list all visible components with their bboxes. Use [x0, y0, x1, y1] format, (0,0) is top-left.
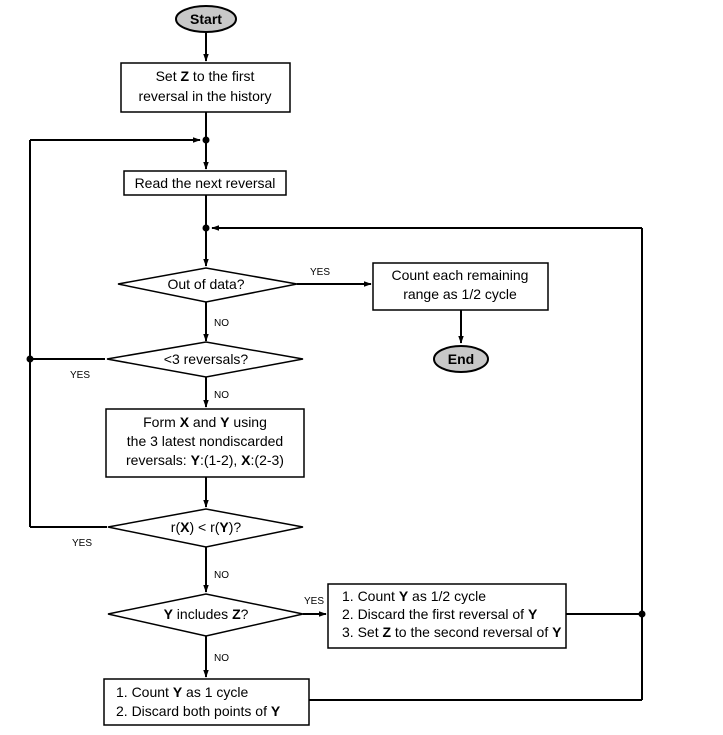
full-cycle-line2: 2. Discard both points of Y: [116, 703, 281, 719]
yes-label-outofdata: YES: [310, 267, 330, 278]
less-than-3-decision: <3 reversals?: [106, 341, 304, 378]
yes-label-less3: YES: [70, 370, 90, 381]
half-cycle-line2: 2. Discard the first reversal of Y: [342, 606, 538, 622]
less-than-3-label: <3 reversals?: [164, 351, 249, 367]
junction-dot-left: [26, 355, 34, 363]
no-label-compare: NO: [214, 570, 229, 581]
out-of-data-decision: Out of data?: [117, 267, 298, 303]
full-cycle-box: 1. Count Y as 1 cycle 2. Discard both po…: [103, 678, 310, 726]
set-z-line1: Set Z to the first: [156, 68, 255, 84]
form-xy-box: Form X and Y using the 3 latest nondisca…: [105, 408, 305, 478]
junction-dot-right: [638, 610, 646, 618]
form-xy-line3: reversals: Y:(1-2), X:(2-3): [126, 452, 284, 468]
connectors: [29, 32, 643, 701]
half-cycle-line1: 1. Count Y as 1/2 cycle: [342, 588, 486, 604]
no-label-outofdata: NO: [214, 318, 229, 329]
out-of-data-label: Out of data?: [167, 276, 244, 292]
count-remaining-box: Count each remaining range as 1/2 cycle: [372, 262, 549, 311]
start-terminal: Start: [175, 5, 237, 33]
end-label: End: [448, 351, 474, 367]
junction-dot-top: [202, 136, 210, 144]
form-xy-line1: Form X and Y using: [143, 414, 267, 430]
read-next-box: Read the next reversal: [123, 170, 287, 196]
compare-decision: r(X) < r(Y)?: [107, 508, 304, 548]
full-cycle-line1: 1. Count Y as 1 cycle: [116, 684, 249, 700]
y-includes-z-label: Y includes Z?: [164, 606, 249, 622]
count-remaining-line1: Count each remaining: [392, 267, 529, 283]
compare-label: r(X) < r(Y)?: [171, 519, 242, 535]
yes-label-compare: YES: [72, 538, 92, 549]
count-remaining-line2: range as 1/2 cycle: [403, 286, 517, 302]
set-z-line2: reversal in the history: [138, 88, 271, 104]
read-next-label: Read the next reversal: [135, 175, 276, 191]
half-cycle-line3: 3. Set Z to the second reversal of Y: [342, 624, 562, 640]
no-label-less3: NO: [214, 390, 229, 401]
start-label: Start: [190, 11, 222, 27]
set-z-box: Set Z to the first reversal in the histo…: [120, 62, 291, 113]
half-cycle-box: 1. Count Y as 1/2 cycle 2. Discard the f…: [327, 583, 567, 649]
junction-dot-middle: [202, 224, 210, 232]
end-terminal: End: [433, 345, 489, 373]
form-xy-line2: the 3 latest nondiscarded: [127, 433, 283, 449]
yes-label-yz: YES: [304, 596, 324, 607]
y-includes-z-decision: Y includes Z?: [107, 593, 304, 637]
no-label-yz: NO: [214, 653, 229, 664]
